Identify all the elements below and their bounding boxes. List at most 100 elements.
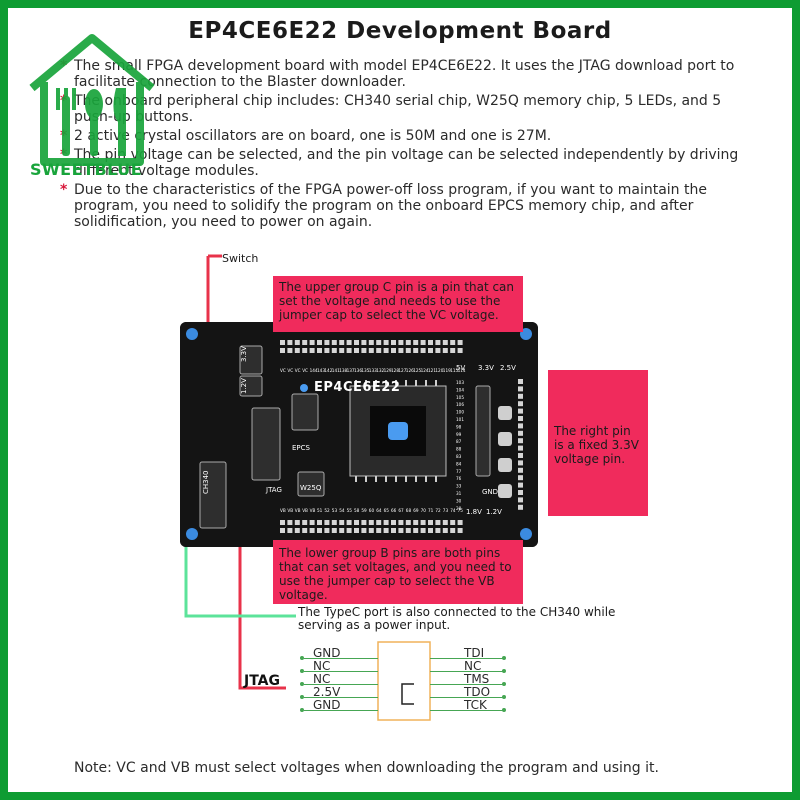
header-pin-label: 125: [413, 368, 421, 373]
jtag-pin-line: [430, 671, 504, 672]
header-pin-label: 60: [369, 508, 375, 513]
chip-label: EP4CE6E22: [314, 380, 401, 395]
jtag-pin-dot: [502, 695, 506, 699]
header-pad: [518, 379, 523, 384]
header-pin-label: 141: [332, 368, 340, 373]
header-pad: [420, 348, 426, 353]
header-pad: [346, 348, 352, 353]
header-pad: [309, 528, 315, 533]
jtag-pin-label: NC: [313, 659, 331, 673]
header-pin-label: 101: [456, 417, 464, 422]
header-pad: [518, 401, 523, 407]
typec-label: The TypeC port is also connected to the …: [298, 605, 616, 632]
header-pin-label: VB: [287, 508, 293, 513]
header-pad: [457, 528, 463, 533]
header-pin-label: 121: [428, 368, 436, 373]
jtag-label: JTAG: [244, 673, 280, 689]
header-pin-label: 129: [384, 368, 392, 373]
header-pin-label: 73: [443, 508, 449, 513]
header-pin-label: 115: [450, 368, 458, 373]
header-pad: [405, 348, 411, 353]
header-pad: [287, 348, 293, 353]
svg-text:3.3V: 3.3V: [240, 346, 248, 362]
callout-upper-c-pins: The upper group C pin is a pin that can …: [273, 276, 523, 332]
jtag-pin-dot: [300, 669, 304, 673]
header-pad: [339, 520, 345, 525]
header-pin-label: 124: [421, 368, 429, 373]
header-pin-label: VB: [310, 508, 316, 513]
header-pad: [302, 528, 308, 533]
header-pin-label: 126: [406, 368, 414, 373]
jtag-pin-label: GND: [313, 646, 341, 660]
header-pin-label: 72: [435, 508, 441, 513]
svg-text:GND: GND: [482, 488, 498, 496]
svg-text:1.8V: 1.8V: [466, 508, 482, 516]
header-pad: [405, 340, 411, 345]
header-pad: [442, 340, 448, 345]
header-pad: [383, 520, 389, 525]
header-pad: [317, 528, 322, 533]
header-pad: [361, 528, 367, 533]
jtag-pin-line: [430, 710, 504, 711]
header-pad: [346, 340, 352, 345]
header-pad: [294, 348, 300, 353]
callout-lower-b-pins: The lower group B pins are both pins tha…: [273, 540, 523, 604]
jtag-pin-label: TMS: [464, 672, 490, 686]
header-pad: [376, 340, 382, 345]
header-pin-label: VB: [280, 508, 286, 513]
header-pad: [518, 408, 523, 414]
header-pin-label: 67: [398, 508, 404, 513]
feature-item: *The onboard peripheral chip includes: C…: [60, 93, 750, 125]
header-pad: [376, 520, 382, 525]
header-pad: [518, 504, 523, 510]
footer-note: Note: VC and VB must select voltages whe…: [74, 760, 659, 776]
header-pad: [287, 528, 293, 533]
header-pad: [309, 348, 315, 353]
header-pad: [324, 520, 330, 525]
header-pin-label: 66: [391, 508, 397, 513]
header-pad: [368, 520, 374, 525]
header-pad: [376, 528, 382, 533]
header-pad: [398, 520, 404, 525]
header-pad: [280, 528, 285, 533]
header-pin-label: 59: [361, 508, 367, 513]
header-pad: [309, 520, 315, 525]
header-pin-label: VC: [280, 368, 286, 373]
svg-text:1.2V: 1.2V: [240, 378, 248, 394]
header-pad: [420, 340, 426, 345]
brand-name: SWEETBLUE: [30, 160, 143, 179]
header-pin-label: 132: [376, 368, 384, 373]
header-pad: [339, 348, 345, 353]
jtag-pin-line: [430, 684, 504, 685]
jtag-pin-line: [304, 671, 378, 672]
header-pin-label: 64: [376, 508, 382, 513]
header-pad: [420, 520, 426, 525]
header-pad: [302, 520, 308, 525]
header-pad: [405, 520, 411, 525]
header-pad: [405, 528, 411, 533]
header-pin-label: 55: [347, 508, 353, 513]
header-pad: [518, 423, 523, 429]
jtag-pin-dot: [300, 682, 304, 686]
header-pad: [346, 520, 352, 525]
header-pin-label: 70: [421, 508, 427, 513]
header-pin-label: 114: [458, 368, 466, 373]
svg-text:JTAG: JTAG: [265, 486, 282, 494]
jtag-pin-line: [430, 658, 504, 659]
header-pad: [450, 528, 456, 533]
jtag-pin-line: [304, 710, 378, 711]
header-pad: [354, 348, 359, 353]
header-pad: [317, 348, 322, 353]
header-pad: [368, 348, 374, 353]
header-pad: [302, 340, 308, 345]
header-pad: [398, 348, 404, 353]
header-pad: [413, 348, 419, 353]
header-pad: [428, 528, 433, 533]
header-pad: [518, 490, 523, 495]
jtag-pin-dot: [300, 708, 304, 712]
header-pad: [368, 340, 374, 345]
header-pin-label: 142: [324, 368, 332, 373]
header-pin-label: 128: [391, 368, 399, 373]
header-pad: [376, 348, 382, 353]
